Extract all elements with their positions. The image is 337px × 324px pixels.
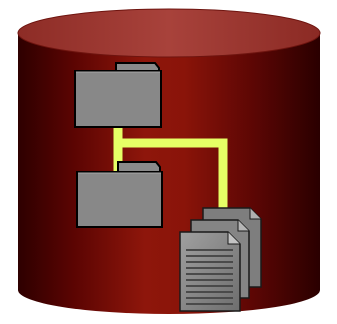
- document-text-lines: [186, 249, 233, 305]
- child-folder-icon: [76, 161, 163, 228]
- parent-folder-icon: [74, 62, 162, 128]
- document-front: [179, 231, 241, 312]
- database-cylinder-icon: [17, 8, 321, 314]
- document-stack-icon: [179, 207, 262, 312]
